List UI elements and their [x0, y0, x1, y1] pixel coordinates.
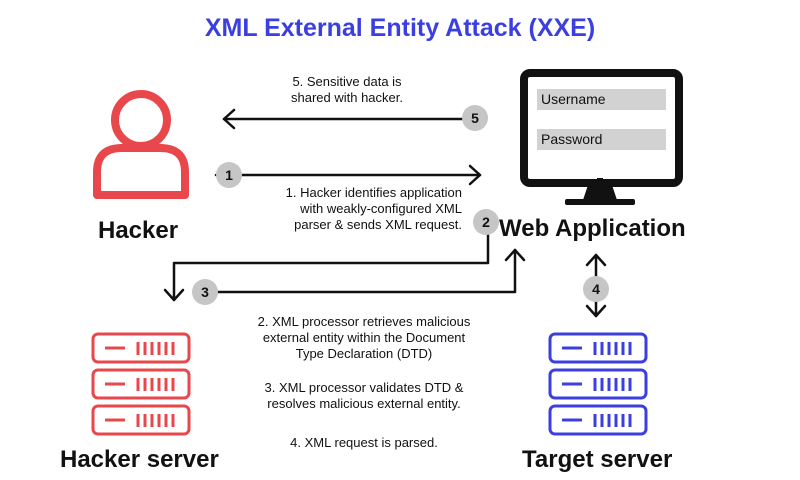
- arrow-step3: [216, 248, 526, 294]
- diagram-title: XML External Entity Attack (XXE): [204, 14, 596, 42]
- step-badge-5: 5: [462, 105, 488, 131]
- step3-text: 3. XML processor validates DTD & resolve…: [224, 380, 504, 412]
- step3-line: resolves malicious external entity.: [267, 396, 461, 411]
- step4-text: 4. XML request is parsed.: [224, 435, 504, 451]
- server-icon: [548, 332, 648, 436]
- step2-text: 2. XML processor retrieves malicious ext…: [224, 314, 504, 362]
- monitor-icon: [520, 69, 683, 205]
- password-field: Password: [537, 129, 666, 150]
- hacker-label: Hacker: [98, 217, 179, 244]
- arrow-step1: [214, 164, 482, 186]
- user-icon: [93, 90, 189, 199]
- web-application-label: Web Application: [499, 215, 686, 242]
- step-badge-3: 3: [192, 279, 218, 305]
- step-badge-2: 2: [473, 209, 499, 235]
- step-badge-1: 1: [216, 162, 242, 188]
- step1-line: 1. Hacker identifies application: [285, 185, 462, 200]
- step1-line: with weakly-configured XML: [300, 201, 462, 216]
- step2-line: external entity within the Document: [262, 330, 466, 345]
- username-field: Username: [537, 89, 666, 110]
- step5-line: 5. Sensitive data is: [292, 74, 402, 89]
- step-badge-4: 4: [583, 276, 609, 302]
- step3-line: 3. XML processor validates DTD &: [264, 380, 464, 395]
- step2-line: 2. XML processor retrieves malicious: [257, 314, 471, 329]
- step1-line: parser & sends XML request.: [294, 217, 462, 232]
- step2-line: Type Declaration (DTD): [295, 346, 433, 361]
- arrow-step2: [163, 225, 490, 302]
- step4-line: 4. XML request is parsed.: [290, 435, 438, 450]
- arrow-step5: [222, 108, 486, 130]
- step5-line: shared with hacker.: [290, 90, 403, 105]
- step1-text: 1. Hacker identifies application with we…: [236, 185, 462, 233]
- step5-text: 5. Sensitive data is shared with hacker.: [262, 74, 432, 106]
- hacker-server-label: Hacker server: [60, 446, 219, 473]
- server-icon: [91, 332, 191, 436]
- target-server-label: Target server: [522, 446, 673, 473]
